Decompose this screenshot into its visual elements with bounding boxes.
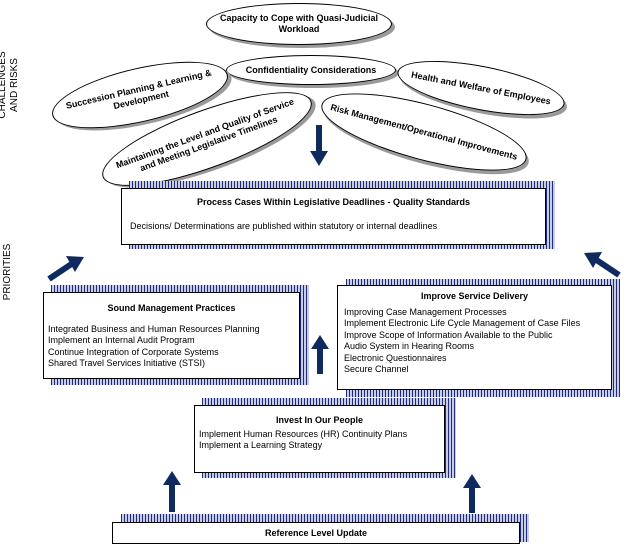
left-up-arrow-icon — [163, 471, 181, 512]
process-box-title: Process Cases Within Legislative Deadlin… — [196, 197, 470, 207]
reference-box-title: Reference Level Update — [264, 528, 368, 538]
sound-management-item: Implement an Internal Audit Program — [48, 335, 195, 345]
sound-management-item: Shared Travel Services Initiative (STSI) — [48, 358, 206, 368]
reference-box: Reference Level Update — [112, 522, 520, 544]
people-box: Invest In Our People Implement Human Res… — [194, 405, 445, 473]
process-box-text: Decisions/ Determinations are published … — [130, 220, 438, 231]
service-delivery-item: Secure Channel — [344, 364, 409, 374]
people-item: Implement a Learning Strategy — [199, 440, 323, 450]
down-arrow-icon — [310, 125, 328, 166]
sound-management-box: Sound Management Practices Integrated Bu… — [43, 292, 300, 379]
service-delivery-box: Improve Service Delivery Improving Case … — [337, 285, 612, 390]
service-delivery-item: Improving Case Management Processes — [344, 306, 507, 317]
service-delivery-item: Electronic Questionnaires — [344, 352, 447, 363]
right-up-arrow-icon — [463, 474, 481, 513]
challenges-and-risks-label: CHALLENGES AND RISKS — [0, 50, 21, 120]
up-arrow-icon — [311, 335, 329, 374]
service-delivery-title: Improve Service Delivery — [420, 291, 529, 301]
challenges-label-line-1: CHALLENGES — [0, 51, 8, 119]
process-box: Process Cases Within Legislative Deadlin… — [121, 188, 546, 245]
challenge-health-text: Health and Welfare of Employees — [410, 69, 552, 106]
sound-management-item: Continue Integration of Corporate System… — [48, 346, 219, 357]
challenge-confidentiality-ellipse: Confidentiality Considerations — [226, 55, 396, 85]
sound-management-title: Sound Management Practices — [107, 303, 236, 313]
service-delivery-item: Audio System in Hearing Rooms — [344, 341, 475, 351]
up-right-arrow-icon — [47, 256, 84, 282]
challenge-capacity-text: Capacity to Cope with Quasi-Judicial Wor… — [219, 13, 379, 34]
priorities-label: PRIORITIES — [2, 243, 13, 301]
up-left-arrow-icon — [584, 252, 621, 278]
service-delivery-item: Improve Scope of Information Available t… — [344, 329, 553, 340]
people-box-title: Invest In Our People — [275, 415, 364, 425]
challenge-capacity-ellipse: Capacity to Cope with Quasi-Judicial Wor… — [206, 3, 392, 45]
challenge-confidentiality-text: Confidentiality Considerations — [245, 64, 377, 75]
sound-management-item: Integrated Business and Human Resources … — [48, 323, 260, 334]
service-delivery-item: Implement Electronic Life Cycle Manageme… — [344, 318, 581, 328]
challenges-label-line-2: AND RISKS — [9, 58, 20, 112]
people-item: Implement Human Resources (HR) Continuit… — [199, 428, 408, 439]
